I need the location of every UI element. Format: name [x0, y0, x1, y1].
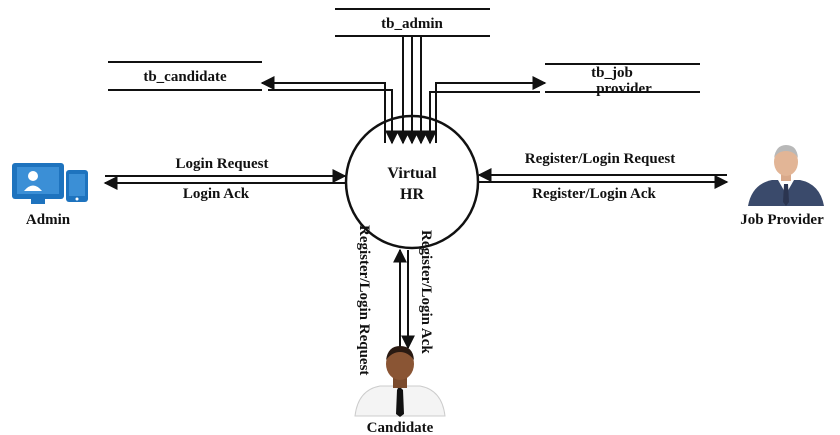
jp-ack-label: Register/Login Ack [532, 186, 656, 202]
job-provider-label: Job Provider [740, 212, 824, 228]
store-tb-candidate: tb_candidate [108, 61, 262, 91]
candidate-actor: Candidate [354, 346, 446, 435]
flow-job-provider: Register/Login Request Register/Login Ac… [477, 151, 729, 202]
store-tb-admin-label: tb_admin [381, 16, 443, 32]
store-tb-job-provider-label-line1: tb_job [591, 65, 633, 81]
virtual-hr-process: Virtual HR [344, 114, 480, 250]
jp-request-label: Register/Login Request [525, 151, 675, 167]
businessman-icon [748, 145, 824, 206]
process-label-line1: Virtual [387, 165, 437, 182]
store-tb-job-provider: tb_job provider [545, 63, 700, 97]
store-tb-job-provider-label-line2: provider [596, 81, 652, 97]
flow-tb-candidate [260, 76, 399, 145]
store-tb-admin: tb_admin [335, 8, 490, 37]
job-provider-actor: Job Provider [740, 145, 824, 228]
flow-tb-job-provider [423, 76, 547, 145]
admin-actor: Admin [12, 163, 88, 228]
admin-monitor-icon [12, 163, 88, 204]
admin-request-label: Login Request [176, 156, 269, 172]
process-label-line2: HR [400, 186, 424, 203]
cand-ack-label: Register/Login Ack [418, 230, 434, 354]
cand-request-label: Register/Login Request [356, 225, 372, 375]
admin-ack-label: Login Ack [183, 186, 250, 202]
admin-label: Admin [26, 212, 71, 228]
store-tb-candidate-label: tb_candidate [143, 69, 227, 85]
flow-tb-admin [396, 36, 428, 145]
flow-candidate: Register/Login Request Register/Login Ac… [356, 225, 434, 375]
candidate-label: Candidate [367, 420, 434, 435]
candidate-person-icon [354, 346, 446, 417]
flow-admin: Login Request Login Ack [103, 156, 347, 202]
